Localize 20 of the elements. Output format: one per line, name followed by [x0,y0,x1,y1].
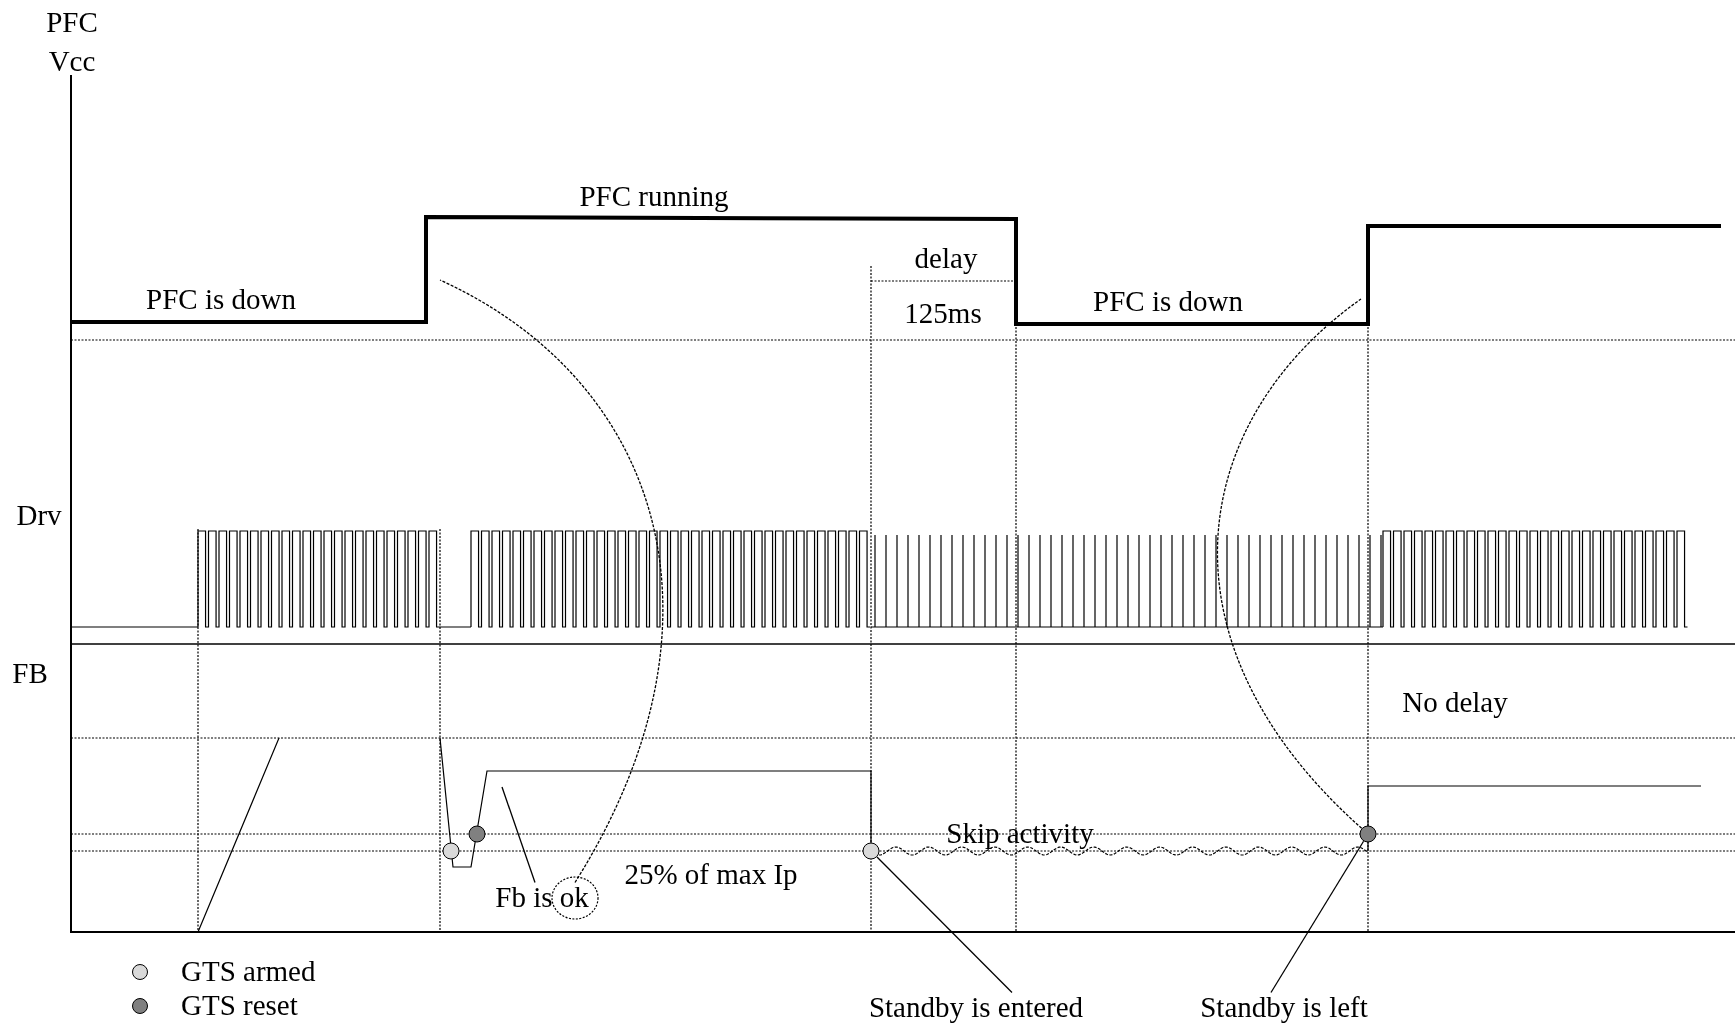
signal-label: PFC is down [1093,286,1243,316]
annotation-text: Standby is left [1200,992,1368,1022]
leader-line [1217,298,1363,829]
signal-label: PFC is down [146,284,296,314]
annotation-text: Standby is entered [868,992,1084,1022]
signal-label: PFC running [579,181,729,211]
signal-label: FB [12,658,48,688]
legend-label: GTS reset [181,991,298,1020]
signal-label: Skip activity [946,818,1094,848]
signal-label: 25% of max Ip [624,859,798,889]
signal-label: Drv [16,500,62,530]
legend-label: GTS armed [181,957,316,986]
signal-label: PFC Vcc [45,5,99,79]
annotation-text: Fb is ok [495,882,589,912]
leader-line [439,279,663,884]
signal-label: 125ms [904,298,982,328]
signal-label: delay [914,243,978,273]
signal-label: No delay [1402,687,1508,717]
leader-line [876,856,1013,994]
leader-line [501,786,536,884]
